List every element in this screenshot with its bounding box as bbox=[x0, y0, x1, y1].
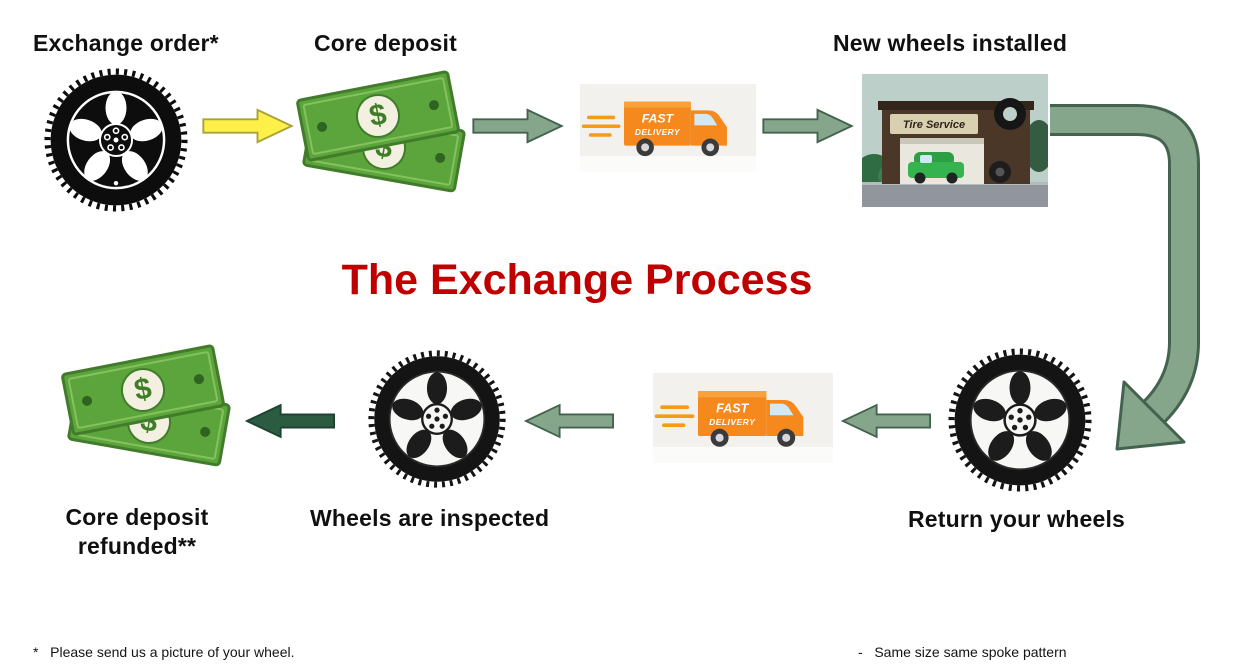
footnote-same-size: - Same size same spoke pattern bbox=[858, 644, 1067, 660]
label-new-wheels-installed: New wheels installed bbox=[833, 30, 1068, 56]
truck-text-delivery: DELIVERY bbox=[635, 127, 681, 137]
refund-money-icon: $ $ bbox=[57, 343, 237, 470]
truck-text-fast: FAST bbox=[642, 112, 675, 126]
inspected-wheel-icon bbox=[366, 348, 508, 490]
footnotes-right: - Same size same spoke pattern - No chro… bbox=[858, 595, 1129, 666]
delivery-truck-icon: FAST DELIVERY bbox=[580, 84, 756, 172]
label-wheels-are-inspected: Wheels are inspected bbox=[310, 505, 550, 531]
black-wheel-icon bbox=[42, 66, 190, 214]
footnote-picture-of-wheel: * Please send us a picture of your wheel… bbox=[33, 644, 295, 660]
tire-shop-illustration: Tire Service bbox=[862, 74, 1048, 207]
page-title: The Exchange Process bbox=[341, 256, 813, 304]
curved-arrow-install-to-return bbox=[1048, 92, 1238, 472]
return-wheel-icon bbox=[946, 346, 1094, 494]
arrow-inspection-to-refund bbox=[245, 402, 335, 440]
label-core-deposit-refunded-line2: refunded** bbox=[77, 533, 197, 559]
arrow-deposit-to-shipping bbox=[472, 107, 564, 145]
shop-sign-text: Tire Service bbox=[903, 119, 965, 131]
truck-text-fast: FAST bbox=[716, 402, 749, 416]
arrow-return-to-shipping bbox=[841, 402, 931, 440]
core-deposit-money-icon: $ $ bbox=[292, 69, 472, 196]
label-exchange-order: Exchange order* bbox=[33, 30, 219, 56]
truck-text-delivery: DELIVERY bbox=[709, 417, 756, 427]
arrow-exchange-to-deposit bbox=[202, 107, 294, 145]
label-return-your-wheels: Return your wheels bbox=[908, 506, 1126, 532]
arrow-shipping-to-inspection bbox=[524, 402, 614, 440]
label-core-deposit: Core deposit bbox=[314, 30, 457, 56]
footnotes-left: * Please send us a picture of your wheel… bbox=[33, 595, 294, 666]
arrow-shipping-to-install bbox=[762, 107, 854, 145]
label-core-deposit-refunded-line1: Core deposit bbox=[65, 504, 209, 530]
label-core-deposit-refunded: Core deposit refunded** bbox=[32, 503, 242, 561]
delivery-truck-icon: FAST DELIVERY bbox=[653, 372, 833, 464]
